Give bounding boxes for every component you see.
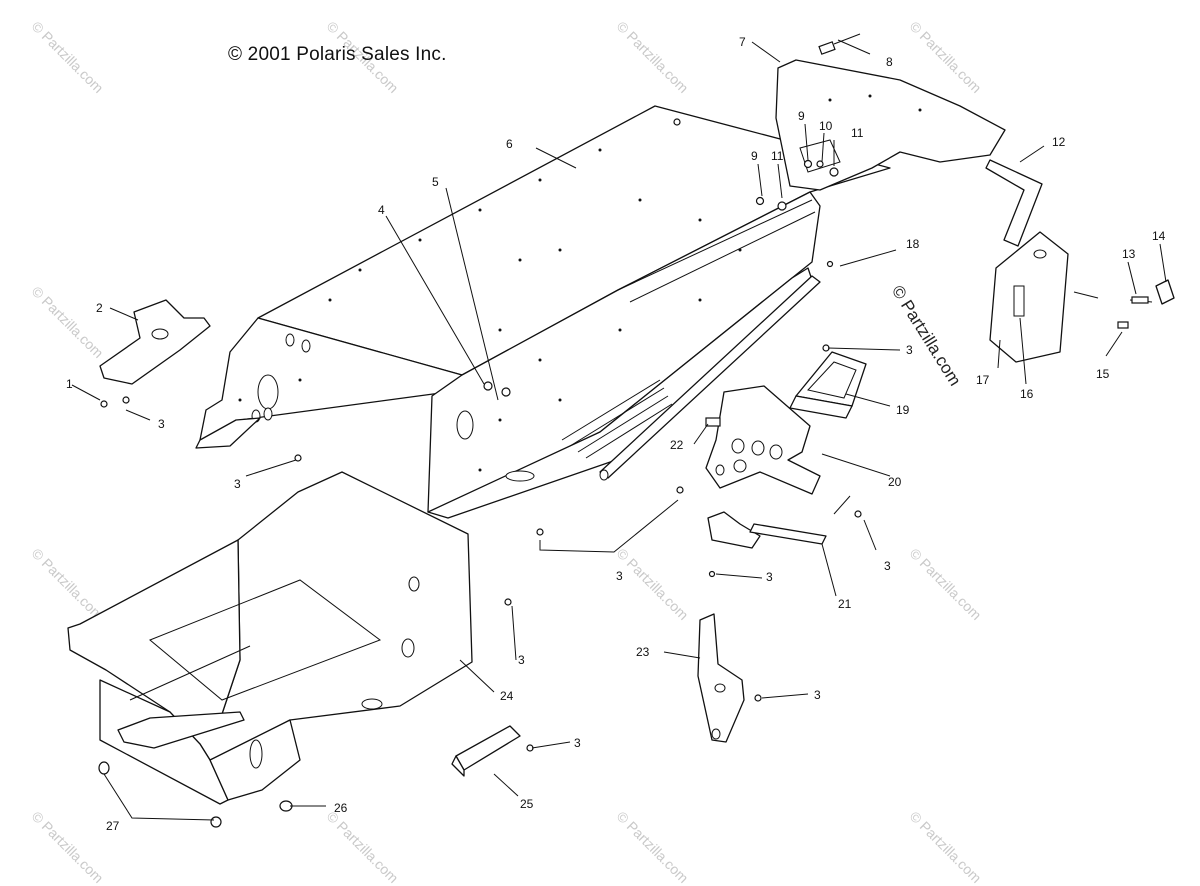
part-heat-shield xyxy=(705,385,851,549)
callout-24: 24 xyxy=(500,689,514,703)
callout-3: 3 xyxy=(616,569,623,583)
part-bracket-2 xyxy=(99,299,211,385)
hardware-13-14-15 xyxy=(1117,279,1175,329)
callout-9: 9 xyxy=(798,109,805,123)
callout-16: 16 xyxy=(1020,387,1034,401)
callout-9: 9 xyxy=(751,149,758,163)
callout-7: 7 xyxy=(739,35,746,49)
callout-5: 5 xyxy=(432,175,439,189)
callout-1: 1 xyxy=(66,377,73,391)
part-tunnel xyxy=(195,105,891,519)
parts-diagram: 1 2 3 3 3 3 3 3 3 3 3 4 5 6 7 8 9 9 10 1… xyxy=(66,33,1175,833)
callout-8: 8 xyxy=(886,55,893,69)
callout-3: 3 xyxy=(814,688,821,702)
copyright-notice: © 2001 Polaris Sales Inc. xyxy=(228,44,447,65)
callout-10: 10 xyxy=(819,119,833,133)
part-angle-25 xyxy=(451,725,521,777)
callout-14: 14 xyxy=(1152,229,1166,243)
callout-22: 22 xyxy=(670,438,684,452)
callout-23: 23 xyxy=(636,645,650,659)
callout-11: 11 xyxy=(771,149,784,163)
callout-13: 13 xyxy=(1122,247,1136,261)
callout-12: 12 xyxy=(1052,135,1066,149)
vent-slots xyxy=(561,379,673,459)
callout-3: 3 xyxy=(574,736,581,750)
hardware-misc xyxy=(98,33,862,828)
part-rear-bar xyxy=(985,159,1043,247)
callout-17: 17 xyxy=(976,373,990,387)
part-rear-flap xyxy=(775,59,1006,191)
part-strap-23 xyxy=(697,613,745,743)
callout-6: 6 xyxy=(506,137,513,151)
callout-3: 3 xyxy=(906,343,913,357)
rivets xyxy=(238,148,742,472)
part-block-19 xyxy=(789,351,867,419)
callout-labels: 1 2 3 3 3 3 3 3 3 3 3 4 5 6 7 8 9 9 10 1… xyxy=(66,35,1166,833)
callout-3: 3 xyxy=(234,477,241,491)
part-lower-frame xyxy=(67,471,473,805)
callout-3: 3 xyxy=(518,653,525,667)
callout-11: 11 xyxy=(851,126,864,140)
callout-3: 3 xyxy=(884,559,891,573)
leader-lines xyxy=(71,39,1167,821)
callout-20: 20 xyxy=(888,475,902,489)
callout-25: 25 xyxy=(520,797,534,811)
callout-3: 3 xyxy=(766,570,773,584)
callout-4: 4 xyxy=(378,203,385,217)
callout-18: 18 xyxy=(906,237,920,251)
callout-26: 26 xyxy=(334,801,348,815)
callout-21: 21 xyxy=(838,597,852,611)
callout-15: 15 xyxy=(1096,367,1110,381)
callout-3: 3 xyxy=(158,417,165,431)
callout-2: 2 xyxy=(96,301,103,315)
part-rear-bracket xyxy=(989,231,1069,363)
callout-19: 19 xyxy=(896,403,910,417)
callout-27: 27 xyxy=(106,819,120,833)
